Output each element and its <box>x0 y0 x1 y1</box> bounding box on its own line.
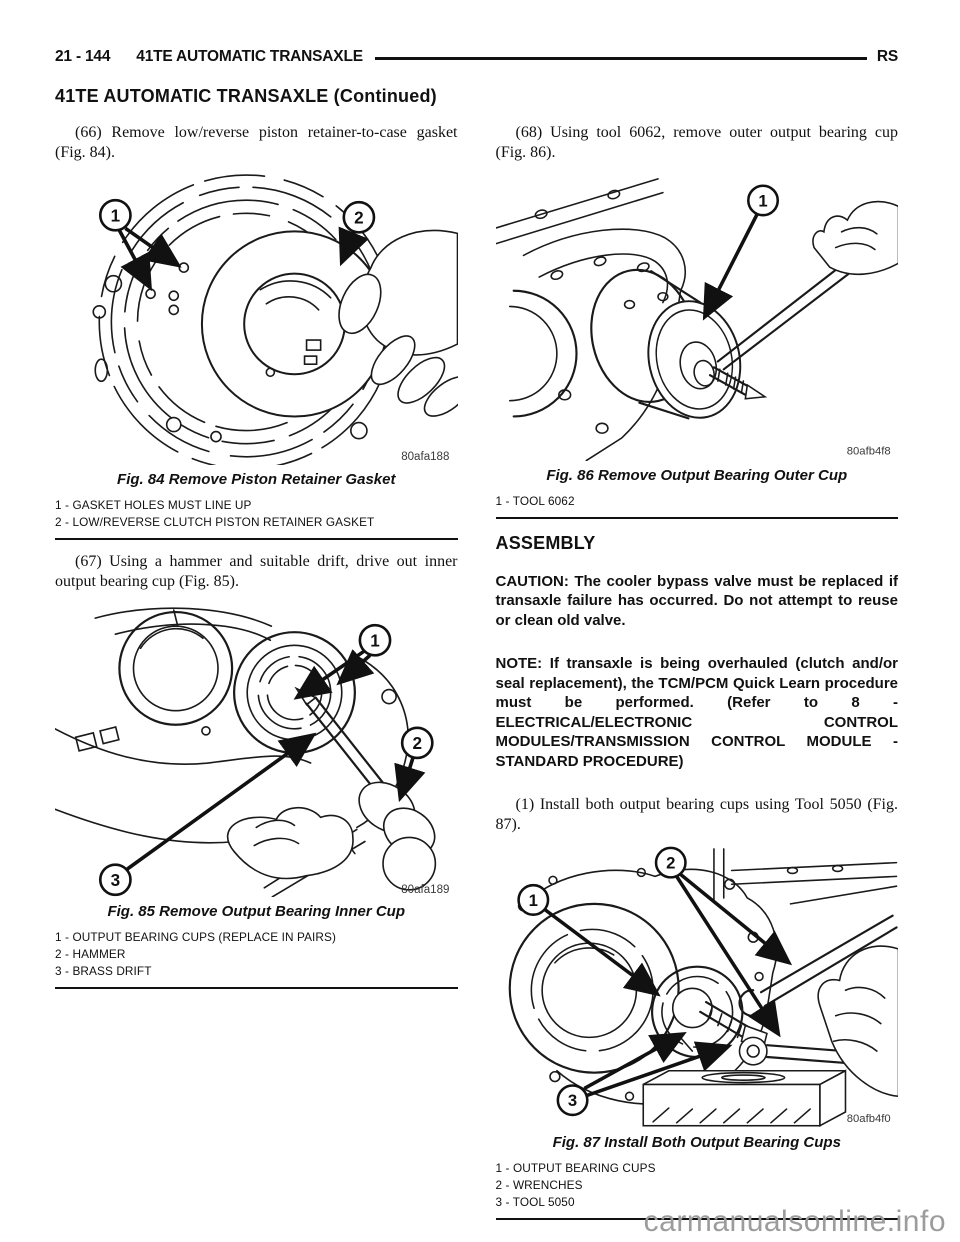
fig87-legend-item: 1 - OUTPUT BEARING CUPS <box>495 1160 656 1175</box>
fig86-legend: 1 - TOOL 6062 <box>495 493 898 519</box>
fig87-illustration: 1 2 3 80afb4f0 <box>495 843 898 1128</box>
fig84-legend-item: 2 - LOW/REVERSE CLUTCH PISTON RETAINER G… <box>55 514 375 529</box>
fig84-callout-1: 1 <box>111 206 121 225</box>
fig85-legend-item: 3 - BRASS DRIFT <box>55 964 152 979</box>
step-66-paragraph: (66) Remove low/reverse piston retainer-… <box>55 124 458 161</box>
fig84-image-code: 80afa188 <box>401 451 449 463</box>
fig85-legend-item: 1 - OUTPUT BEARING CUPS (REPLACE IN PAIR… <box>55 929 337 944</box>
fig84-legend-item: 1 - GASKET HOLES MUST LINE UP <box>55 497 252 512</box>
header-rule <box>374 56 867 60</box>
running-header: 21 - 144 41TE AUTOMATIC TRANSAXLE RS <box>55 48 898 66</box>
figure-86: 1 80afb4f8 Fig. 86 Remove Output Bearing… <box>495 171 898 519</box>
fig86-caption: Fig. 86 Remove Output Bearing Outer Cup <box>546 466 848 484</box>
fig86-illustration: 1 80afb4f8 <box>495 171 898 461</box>
figure-84: 1 2 80afa188 Fig. 84 Remove Piston Retai… <box>55 171 458 540</box>
fig84-legend: 1 - GASKET HOLES MUST LINE UP 2 - LOW/RE… <box>55 497 458 540</box>
fig85-callout-3: 3 <box>111 871 121 890</box>
fig87-callout-1: 1 <box>528 891 537 910</box>
left-column: (66) Remove low/reverse piston retainer-… <box>55 123 458 1232</box>
fig84-caption: Fig. 84 Remove Piston Retainer Gasket <box>117 470 396 488</box>
fig87-legend-item: 3 - TOOL 5050 <box>495 1195 575 1210</box>
figure-85: 1 2 3 80afa189 Fig. 85 Remove Output Bea… <box>55 600 458 990</box>
fig85-image-code: 80afa189 <box>401 884 449 896</box>
fig84-illustration: 1 2 80afa188 <box>55 171 458 465</box>
fig85-callout-1: 1 <box>370 631 380 650</box>
fig86-legend-item: 1 - TOOL 6062 <box>495 493 575 508</box>
continued-heading: 41TE AUTOMATIC TRANSAXLE (Continued) <box>55 86 437 106</box>
fig87-legend: 1 - OUTPUT BEARING CUPS 2 - WRENCHES 3 -… <box>495 1160 898 1221</box>
page-number: 21 - 144 <box>55 48 111 65</box>
note-paragraph: NOTE: If transaxle is being overhauled (… <box>495 655 899 770</box>
fig86-callout-1: 1 <box>758 191 767 210</box>
caution-paragraph: CAUTION: The cooler bypass valve must be… <box>495 572 899 629</box>
fig87-legend-item: 2 - WRENCHES <box>495 1177 583 1192</box>
header-platform-code: RS <box>876 48 898 65</box>
fig85-caption: Fig. 85 Remove Output Bearing Inner Cup <box>107 902 406 920</box>
fig85-legend: 1 - OUTPUT BEARING CUPS (REPLACE IN PAIR… <box>55 929 458 990</box>
fig87-callout-3: 3 <box>567 1091 576 1110</box>
watermark: carmanualsonline.info <box>643 1205 946 1238</box>
figure-87: 1 2 3 80afb4f0 Fig. 87 Install Both Outp… <box>495 843 898 1221</box>
assembly-heading: ASSEMBLY <box>495 532 596 553</box>
step-68-paragraph: (68) Using tool 6062, remove outer outpu… <box>495 124 899 161</box>
fig85-illustration: 1 2 3 80afa189 <box>55 600 458 897</box>
two-column-body: (66) Remove low/reverse piston retainer-… <box>55 123 898 1232</box>
header-section-title: 41TE AUTOMATIC TRANSAXLE <box>136 48 363 65</box>
right-column: (68) Using tool 6062, remove outer outpu… <box>495 123 899 1232</box>
fig84-callout-2: 2 <box>354 208 364 227</box>
fig85-legend-item: 2 - HAMMER <box>55 946 126 961</box>
fig87-caption: Fig. 87 Install Both Output Bearing Cups <box>552 1133 841 1151</box>
fig87-callout-2: 2 <box>666 854 675 873</box>
fig85-callout-2: 2 <box>412 734 422 753</box>
step-67-paragraph: (67) Using a hammer and suitable drift, … <box>55 553 458 590</box>
fig86-image-code: 80afb4f8 <box>846 446 890 458</box>
fig87-image-code: 80afb4f0 <box>846 1113 890 1125</box>
step-1-paragraph: (1) Install both output bearing cups usi… <box>495 796 899 834</box>
